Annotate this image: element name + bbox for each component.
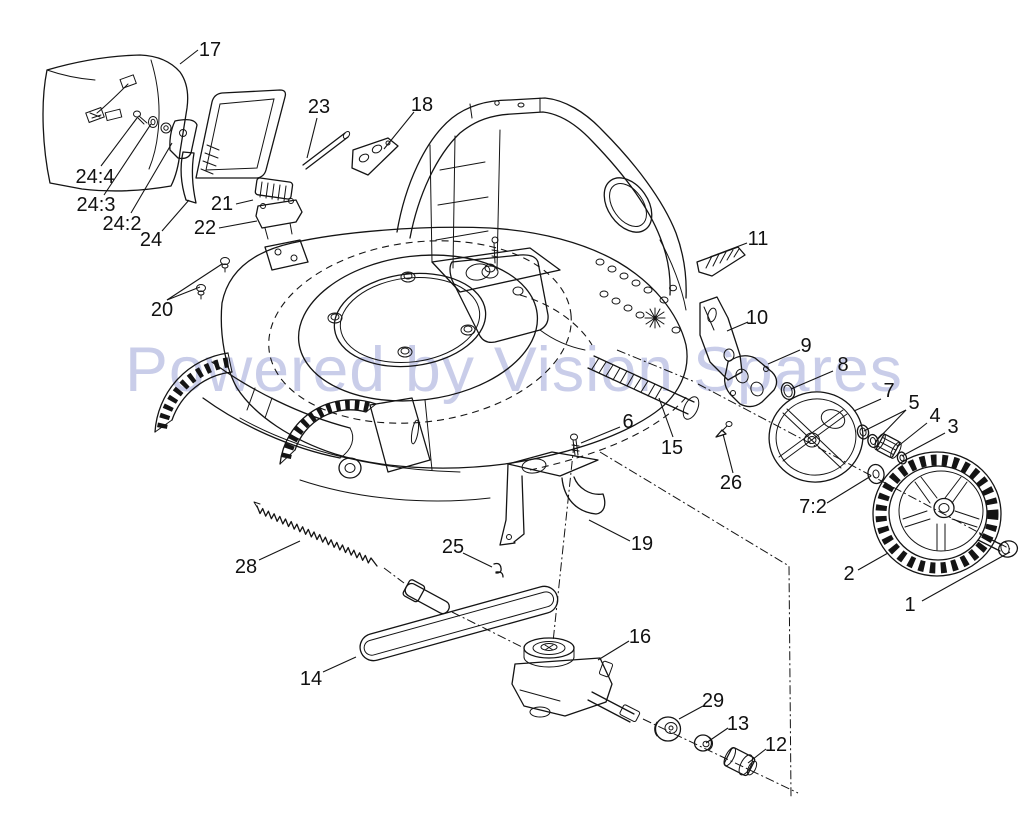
part-label-10: 10 [746,307,768,329]
part-label-20: 20 [151,299,173,321]
part-label-16: 16 [629,626,651,648]
part-label-26: 26 [720,472,742,494]
washer-7-2 [867,463,885,485]
part-label-4: 4 [929,405,940,427]
part-label-7-2: 7:2 [799,496,827,518]
ribbed-wedge-11 [696,246,746,277]
part-label-3: 3 [947,416,958,438]
gearbox-16 [511,637,641,723]
part-label-6: 6 [622,411,633,433]
part-label-1: 1 [904,594,915,616]
part-label-19: 19 [631,533,653,555]
deck-bolt-bosses [327,271,476,358]
part-label-11: 11 [748,228,769,250]
clip-25 [493,562,504,578]
bushing-12 [723,747,758,777]
screw-6 [570,433,580,456]
rear-frame-arch [396,97,687,311]
part-label-15: 15 [661,437,683,459]
adjuster-sector-right [279,397,433,479]
bracket-plate-18 [351,137,399,176]
chute-frame [195,89,287,179]
front-axle-arm [202,361,354,459]
part-label-24-4: 24:4 [76,166,115,188]
bracket-19 [499,451,606,546]
splined-coupler-4 [874,433,902,459]
star-cutout [644,307,666,329]
leader-lines [100,49,1011,764]
part-label-17: 17 [199,39,221,61]
bracket-10 [699,296,743,381]
part-label-24-2: 24:2 [103,213,142,235]
part-label-28: 28 [235,556,257,578]
bolts-20 [196,257,230,300]
latch-parts-24 [133,110,198,204]
washer-13 [693,734,713,752]
part-label-21: 21 [211,193,233,215]
roller-29 [654,716,682,742]
output-axis-line [642,718,799,794]
wheel-2 [872,451,1002,577]
grip-pad-21 [254,177,294,202]
screw-26 [715,421,733,438]
plate-9 [724,355,778,408]
cover-panel-17 [42,54,189,192]
bracket-22 [255,198,303,240]
wheel-spokes [902,476,980,551]
part-label-2: 2 [843,563,854,585]
part-label-12: 12 [765,734,787,756]
rear-panel-holes [595,258,681,334]
reference-boundary-line [599,451,792,798]
adjuster-sector-left [154,352,233,433]
rod-23 [302,130,351,170]
part-label-24-3: 24:3 [77,194,116,216]
spring-axis-line [383,567,405,584]
part-label-9: 9 [800,335,811,357]
washers-5 [856,424,879,449]
part-labels: 17 23 18 24:4 24:3 24:2 24 21 22 20 11 1… [76,39,959,756]
spindle-axis-line [552,443,575,643]
part-label-29: 29 [702,690,724,712]
part-label-7: 7 [883,380,894,402]
belt-14 [359,585,559,662]
spring-28 [253,501,378,567]
idler-rod [402,579,450,615]
part-label-23: 23 [308,96,330,118]
wheel-axis-line2 [697,383,1011,550]
part-label-24: 24 [140,229,162,251]
part-label-8: 8 [837,354,848,376]
deck-housing [220,226,689,502]
part-label-18: 18 [411,94,433,116]
drive-disc-7 [768,391,864,483]
wheel-hub [933,497,955,519]
bolt-1 [977,533,1019,558]
part-label-25: 25 [442,536,464,558]
part-label-14: 14 [300,668,322,690]
wheel-axis-line [616,349,696,383]
rod-15 [587,355,700,420]
part-label-13: 13 [727,713,749,735]
watermark-text: Powered by Vision Spares [125,335,903,405]
wheel-tread [875,454,999,574]
part-label-22: 22 [194,217,216,239]
part-label-5: 5 [908,392,919,414]
